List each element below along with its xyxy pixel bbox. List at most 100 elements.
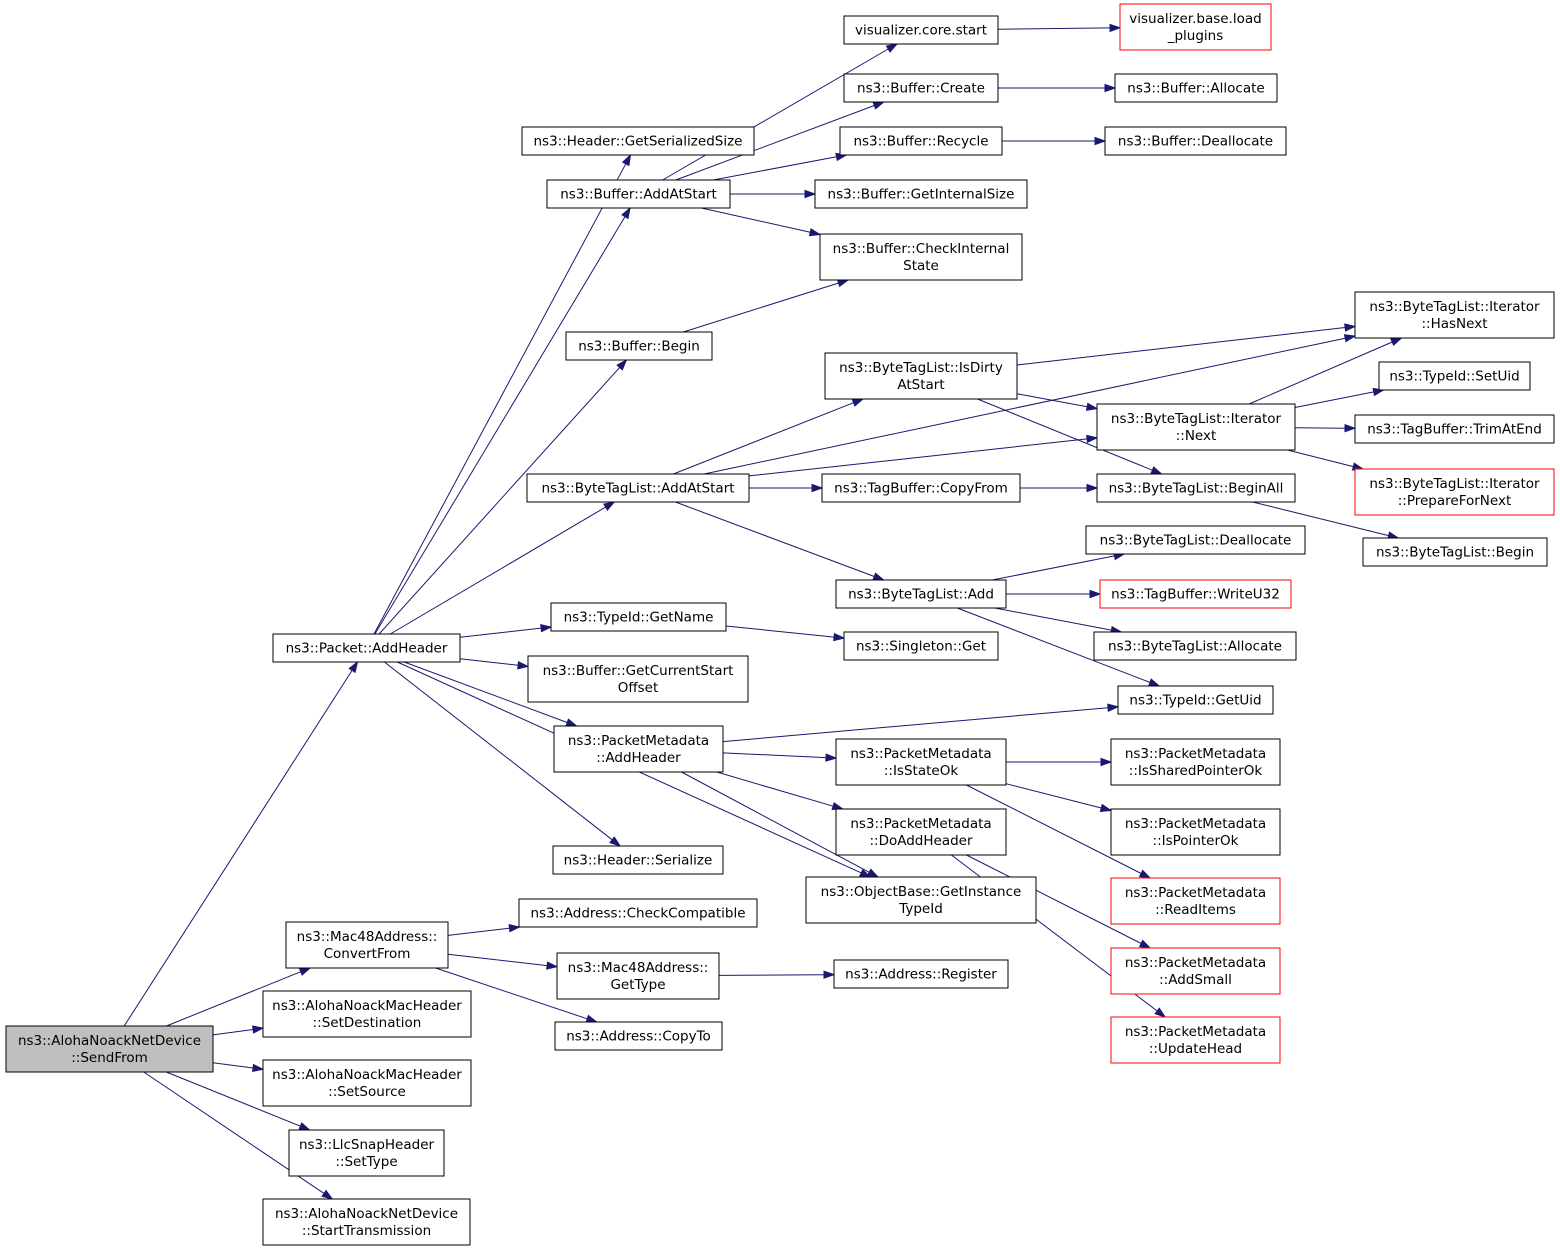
node-tagbuf-trimatend[interactable]: ns3::TagBuffer::TrimAtEnd xyxy=(1354,414,1555,444)
edge-line xyxy=(435,967,588,1020)
node-box xyxy=(835,738,1007,786)
node-layer: ns3::AlohaNoackNetDevice::SendFrom ns3::P… xyxy=(5,3,1555,1246)
node-label: ::HasNext xyxy=(1421,316,1487,332)
edge-buf-addatstart-to-viz-start xyxy=(662,43,899,181)
arrowhead-icon xyxy=(616,358,628,371)
node-box xyxy=(1354,468,1555,516)
node-btli-next[interactable]: ns3::ByteTagList::Iterator::Next xyxy=(1096,403,1296,451)
arrowhead-icon xyxy=(866,868,880,878)
node-buf-recycle[interactable]: ns3::Buffer::Recycle xyxy=(839,126,1003,156)
node-buf-begin[interactable]: ns3::Buffer::Begin xyxy=(565,331,713,361)
node-label: ns3::Header::Serialize xyxy=(564,853,713,869)
node-sendfrom: ns3::AlohaNoackNetDevice::SendFrom xyxy=(5,1025,214,1073)
edge-mac48-gettype-to-addr-register xyxy=(718,970,836,979)
node-setsource[interactable]: ns3::AlohaNoackMacHeader::SetSource xyxy=(262,1059,472,1107)
node-addr-copyto[interactable]: ns3::Address::CopyTo xyxy=(554,1021,723,1051)
node-viz-start[interactable]: visualizer.core.start xyxy=(843,15,999,45)
node-btl-beginall[interactable]: ns3::ByteTagList::BeginAll xyxy=(1096,473,1296,503)
node-label: ns3::PacketMetadata xyxy=(1125,885,1266,901)
node-label: ns3::ByteTagList::IsDirty xyxy=(839,360,1003,376)
node-pm-updatehead[interactable]: ns3::PacketMetadata::UpdateHead xyxy=(1110,1016,1281,1064)
node-viz-loadplugins[interactable]: visualizer.base.load_plugins xyxy=(1119,3,1272,51)
node-singleton-get[interactable]: ns3::Singleton::Get xyxy=(843,631,999,661)
node-pm-isstateok[interactable]: ns3::PacketMetadata::IsStateOk xyxy=(835,738,1007,786)
node-pm-addsmall[interactable]: ns3::PacketMetadata::AddSmall xyxy=(1110,947,1281,995)
edge-line xyxy=(701,207,811,233)
edge-line xyxy=(718,974,825,976)
node-buf-create[interactable]: ns3::Buffer::Create xyxy=(843,73,999,103)
node-typeid-setuid[interactable]: ns3::TypeId::SetUid xyxy=(1378,361,1531,391)
arrowhead-icon xyxy=(1085,402,1099,411)
node-buf-dealloc[interactable]: ns3::Buffer::Deallocate xyxy=(1104,126,1287,156)
arrowhead-icon xyxy=(321,1189,334,1200)
node-btl-allocate[interactable]: ns3::ByteTagList::Allocate xyxy=(1093,631,1297,661)
node-pm-doaddheader[interactable]: ns3::PacketMetadata::DoAddHeader xyxy=(835,808,1007,856)
arrowhead-icon xyxy=(833,632,846,642)
arrowhead-icon xyxy=(621,206,631,220)
node-box xyxy=(1110,738,1281,786)
node-setdest[interactable]: ns3::AlohaNoackMacHeader::SetDestination xyxy=(262,990,472,1038)
arrowhead-icon xyxy=(585,1014,599,1023)
node-btl-add[interactable]: ns3::ByteTagList::Add xyxy=(835,579,1007,609)
edge-convertfrom-to-addr-checkcompat xyxy=(447,924,521,936)
edge-line xyxy=(123,670,353,1027)
node-label: ::UpdateHead xyxy=(1149,1041,1242,1057)
edge-line xyxy=(957,607,1151,683)
node-mac48-gettype[interactable]: ns3::Mac48Address::GetType xyxy=(556,952,720,1000)
node-convertfrom[interactable]: ns3::Mac48Address::ConvertFrom xyxy=(285,921,449,969)
node-label: ns3::Buffer::CheckInternal xyxy=(833,241,1010,257)
node-addr-checkcompat[interactable]: ns3::Address::CheckCompatible xyxy=(518,898,758,928)
node-label: ::IsSharedPointerOk xyxy=(1129,763,1263,779)
edge-line xyxy=(459,627,542,638)
edge-line xyxy=(725,625,835,638)
node-starttx[interactable]: ns3::AlohaNoackNetDevice::StartTransmiss… xyxy=(262,1198,471,1246)
node-addr-register[interactable]: ns3::Address::Register xyxy=(833,959,1009,989)
node-btl-dealloc[interactable]: ns3::ByteTagList::Deallocate xyxy=(1085,525,1306,555)
edge-addheader-to-buf-addatstart xyxy=(374,206,631,635)
edge-line xyxy=(713,156,837,181)
edge-line xyxy=(384,661,613,841)
node-tagbuf-copyfrom[interactable]: ns3::TagBuffer::CopyFrom xyxy=(821,473,1021,503)
node-getsersize[interactable]: ns3::Header::GetSerializedSize xyxy=(521,126,755,156)
node-typeid-getname[interactable]: ns3::TypeId::GetName xyxy=(550,602,727,632)
node-label: ns3::Buffer::AddAtStart xyxy=(560,187,717,203)
node-btl-begin[interactable]: ns3::ByteTagList::Begin xyxy=(1362,537,1548,567)
edge-line xyxy=(992,555,1115,581)
edge-line xyxy=(675,501,875,577)
edge-btl-addatstart-to-btli-hasnext xyxy=(703,334,1357,475)
node-buf-allocate[interactable]: ns3::Buffer::Allocate xyxy=(1114,73,1278,103)
arrowhead-icon xyxy=(1100,757,1113,767)
node-label: ::StartTransmission xyxy=(302,1223,431,1239)
node-tagbuf-writeu32[interactable]: ns3::TagBuffer::WriteU32 xyxy=(1099,579,1292,609)
node-box xyxy=(554,1021,723,1051)
node-buf-getintsize[interactable]: ns3::Buffer::GetInternalSize xyxy=(814,179,1028,209)
edge-pm-doaddheader-to-pm-addsmall xyxy=(966,854,1152,949)
node-pm-readitems[interactable]: ns3::PacketMetadata::ReadItems xyxy=(1110,877,1281,925)
node-typeid-getuid[interactable]: ns3::TypeId::GetUid xyxy=(1117,685,1274,715)
node-pm-issharedptrok[interactable]: ns3::PacketMetadata::IsSharedPointerOk xyxy=(1110,738,1281,786)
arrowhead-icon xyxy=(1344,323,1357,332)
node-buf-addatstart[interactable]: ns3::Buffer::AddAtStart xyxy=(546,179,731,209)
node-label: ns3::ByteTagList::Iterator xyxy=(1369,299,1540,315)
edge-line xyxy=(662,48,889,181)
node-label: ns3::ObjectBase::GetInstance xyxy=(821,884,1022,900)
node-settype[interactable]: ns3::LlcSnapHeader::SetType xyxy=(288,1129,445,1177)
node-btli-hasnext[interactable]: ns3::ByteTagList::Iterator::HasNext xyxy=(1354,291,1555,339)
arrowhead-icon xyxy=(1086,434,1099,444)
node-addheader[interactable]: ns3::Packet::AddHeader xyxy=(272,633,461,663)
node-label: ns3::ByteTagList::Iterator xyxy=(1111,411,1282,427)
edge-line xyxy=(748,438,1088,477)
arrowhead-icon xyxy=(885,43,899,53)
node-pm-addheader[interactable]: ns3::PacketMetadata::AddHeader xyxy=(553,725,724,773)
node-btl-addatstart[interactable]: ns3::ByteTagList::AddAtStart xyxy=(526,473,750,503)
node-label: ns3::Singleton::Get xyxy=(856,639,986,655)
node-btli-prepnext[interactable]: ns3::ByteTagList::Iterator::PrepareForNe… xyxy=(1354,468,1555,516)
node-pm-isptrok[interactable]: ns3::PacketMetadata::IsPointerOk xyxy=(1110,808,1281,856)
edge-line xyxy=(373,163,627,635)
node-hdr-serialize[interactable]: ns3::Header::Serialize xyxy=(552,845,724,875)
edge-line xyxy=(212,1029,254,1036)
